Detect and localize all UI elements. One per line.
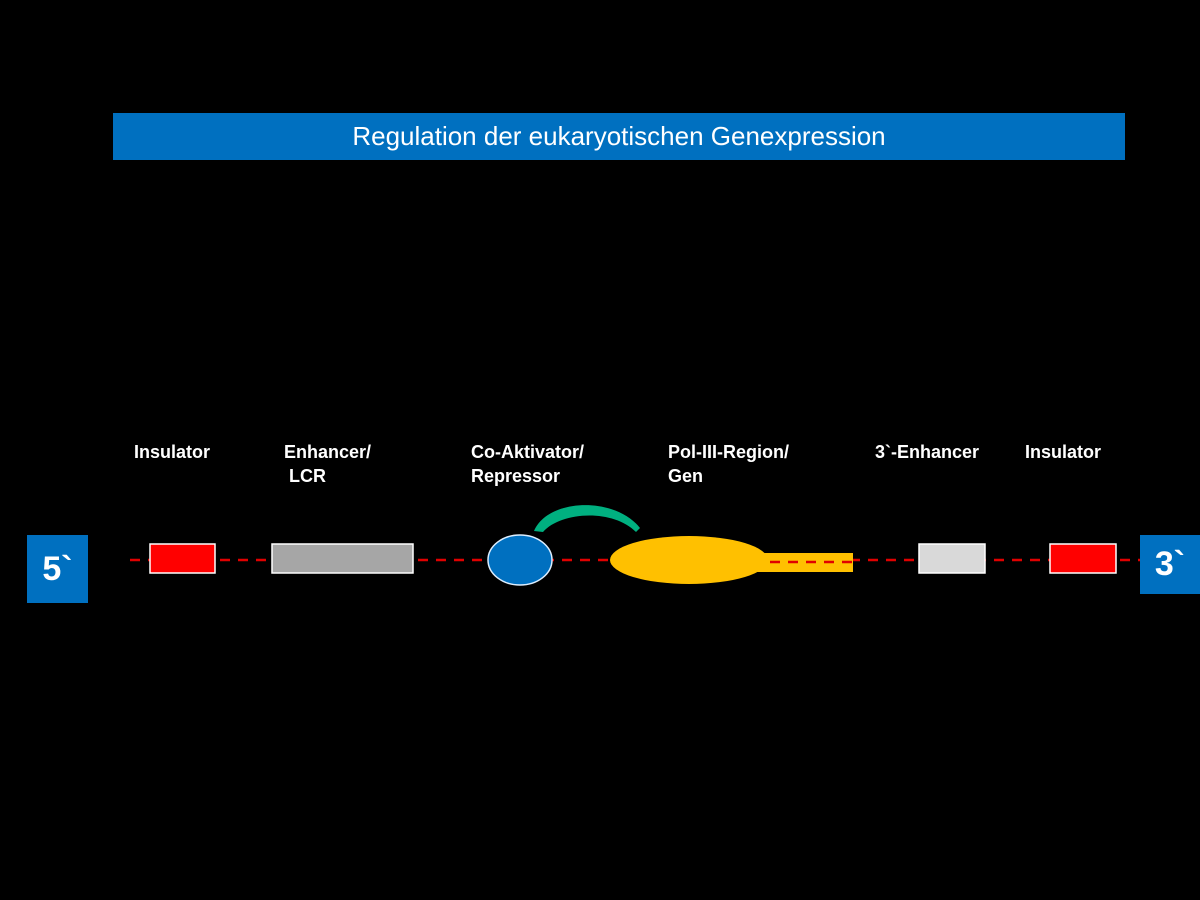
three-prime-end: 3` bbox=[1140, 535, 1200, 594]
label-insulator-right: Insulator bbox=[1025, 442, 1102, 462]
insulator-left-box bbox=[149, 543, 216, 574]
five-prime-end: 5` bbox=[27, 535, 88, 603]
insulator-right-box bbox=[1049, 543, 1117, 574]
regulation-arrow bbox=[534, 505, 640, 532]
label-pol3-region: Pol-III-Region/ Gen bbox=[668, 442, 789, 486]
label-3-enhancer: 3`-Enhancer bbox=[875, 442, 980, 462]
label-coactivator-repressor: Co-Aktivator/ Repressor bbox=[471, 442, 585, 486]
label-enhancer-lcr: Enhancer/ LCR bbox=[284, 442, 372, 486]
pol3-region-ellipse bbox=[610, 536, 768, 584]
label-insulator-left: Insulator bbox=[134, 442, 211, 462]
gene-bar bbox=[755, 553, 853, 572]
slide-title: Regulation der eukaryotischen Genexpress… bbox=[113, 113, 1125, 160]
enhancer3-box bbox=[918, 543, 986, 574]
enhancer-lcr-box bbox=[271, 543, 414, 574]
coactivator-circle bbox=[487, 534, 553, 586]
